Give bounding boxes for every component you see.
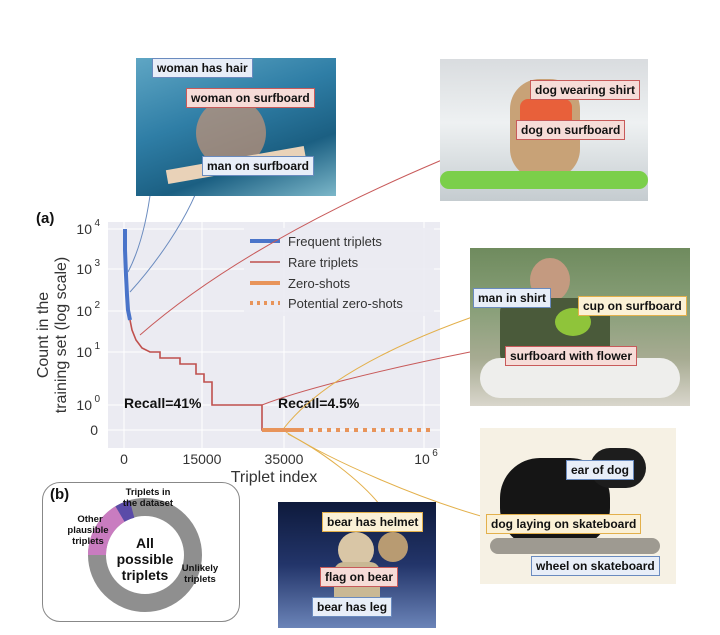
y-tick-label: 0 — [90, 422, 98, 438]
y-tick-labels: 0 10 0 10 1 10 2 10 3 10 4 — [76, 218, 100, 438]
y-tick-exp: 2 — [94, 300, 100, 311]
tag-ear-of-dog: ear of dog — [566, 460, 635, 480]
donut-label-dataset: the dataset — [123, 498, 174, 509]
y-tick-exp: 4 — [94, 218, 100, 229]
panel-b-box — [42, 482, 240, 622]
donut-label-dataset: Triplets in — [126, 487, 171, 498]
y-tick-label: 10 — [76, 261, 92, 277]
y-tick-label: 10 — [76, 397, 92, 413]
legend-item: Frequent triplets — [288, 234, 382, 249]
y-tick-label: 10 — [76, 344, 92, 360]
frequent-triplets-line — [123, 229, 132, 321]
donut-in-dataset — [115, 500, 135, 522]
donut-center-line: All — [136, 535, 154, 551]
y-tick-exp: 3 — [94, 258, 100, 269]
tag-man-in-shirt: man in shirt — [473, 288, 552, 308]
rare-triplets-line — [129, 319, 268, 431]
chart-legend: Frequent triplets Rare triplets Zero-sho… — [244, 228, 434, 316]
tag-cup-on-surfboard: cup on surfboard — [578, 296, 687, 316]
x-tick-label: 10 — [414, 451, 430, 467]
donut-other-plausible — [88, 506, 126, 556]
donut-label-unlikely: Unlikely — [182, 563, 219, 574]
x-axis-label: Triplet index — [231, 469, 318, 486]
tag-man-on-surfboard: man on surfboard — [202, 156, 315, 176]
tag-dog-wearing-shirt: dog wearing shirt — [530, 80, 641, 100]
tag-bear-has-leg: bear has leg — [312, 597, 393, 617]
x-tick-label: 0 — [120, 451, 128, 467]
donut-label-other: plausible — [67, 525, 108, 536]
legend-item: Rare triplets — [288, 255, 359, 270]
y-tick-label: 10 — [76, 303, 92, 319]
donut-label-other: triplets — [72, 536, 104, 547]
panel-a-label: (a) — [36, 210, 55, 227]
donut-label-unlikely: triplets — [184, 574, 216, 585]
y-tick-label: 10 — [76, 221, 92, 237]
tag-surfboard-with-flower: surfboard with flower — [505, 346, 638, 366]
donut-center-line: triplets — [122, 567, 169, 583]
tag-flag-on-bear: flag on bear — [320, 567, 399, 587]
y-tick-exp: 1 — [94, 341, 100, 352]
donut-label-other: Other — [77, 514, 103, 525]
legend-item: Zero-shots — [288, 276, 351, 291]
donut-center-line: possible — [117, 551, 174, 567]
tag-dog-on-surfboard: dog on surfboard — [516, 120, 626, 140]
x-tick-labels: 0 15000 35000 10 6 — [120, 448, 438, 467]
x-tick-label: 35000 — [265, 451, 304, 467]
y-axis-label-line1: Count in the — [35, 292, 52, 378]
y-axis-label-line2: training set (log scale) — [53, 257, 70, 414]
y-tick-exp: 0 — [94, 394, 100, 405]
recall-annotation: Recall=41% — [124, 395, 202, 411]
tag-dog-laying-on-skateboard: dog laying on skateboard — [486, 514, 642, 534]
x-tick-exp: 6 — [432, 448, 438, 459]
panel-b-label: (b) — [50, 486, 70, 503]
legend-item: Potential zero-shots — [288, 296, 403, 311]
tag-woman-has-hair: woman has hair — [152, 58, 253, 78]
recall-annotation: Recall=4.5% — [278, 395, 360, 411]
tag-wheel-on-skateboard: wheel on skateboard — [531, 556, 660, 576]
x-tick-label: 15000 — [183, 451, 222, 467]
tag-woman-on-surfboard: woman on surfboard — [186, 88, 315, 108]
tag-bear-has-helmet: bear has helmet — [322, 512, 424, 532]
